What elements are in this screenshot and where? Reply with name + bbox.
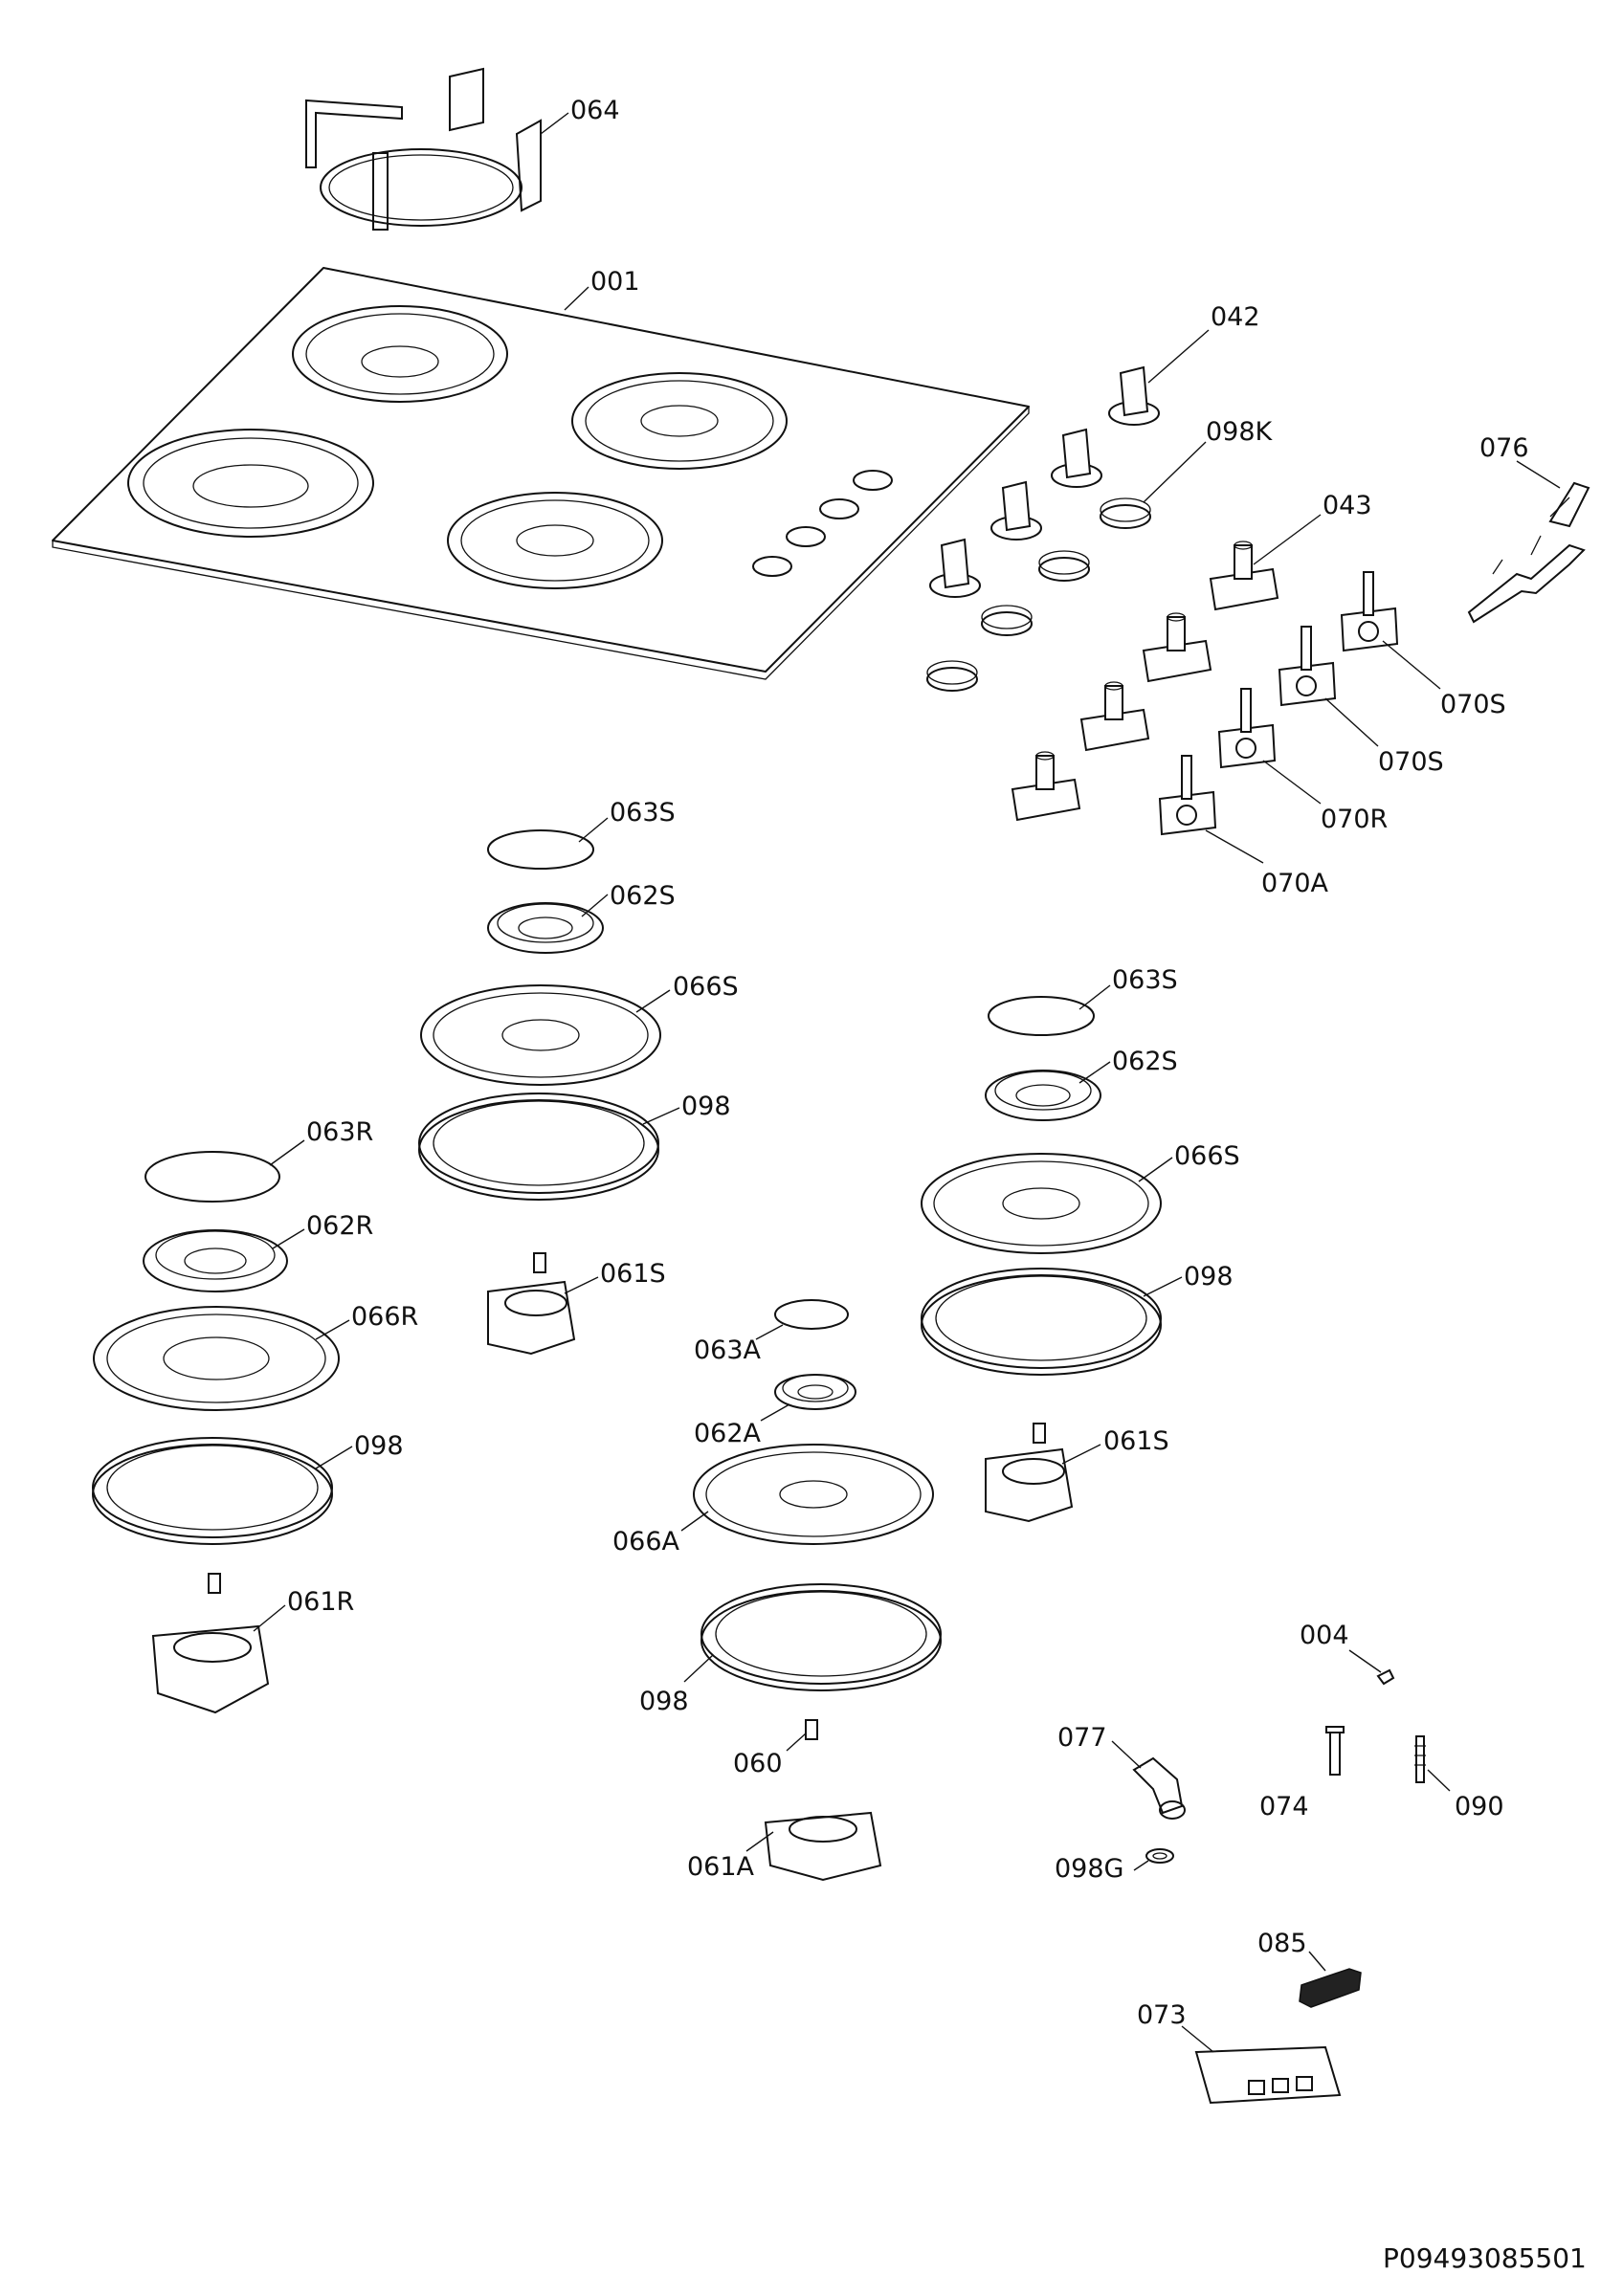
label-066A: 066A: [612, 1527, 680, 1556]
label-063R: 063R: [306, 1117, 373, 1147]
label-062A: 062A: [694, 1419, 762, 1448]
label-098-3: 098: [354, 1431, 404, 1461]
label-060: 060: [733, 1749, 783, 1778]
label-001: 001: [590, 267, 640, 297]
label-066S-1: 066S: [673, 972, 739, 1002]
label-074: 074: [1259, 1792, 1309, 1821]
label-066S-2: 066S: [1174, 1141, 1240, 1171]
ignition-unit-073: [1194, 2045, 1342, 2105]
label-066R: 066R: [351, 1302, 418, 1332]
label-004: 004: [1300, 1621, 1349, 1650]
switch-blocks-043: [1011, 541, 1279, 822]
label-061R: 061R: [287, 1587, 354, 1617]
label-098-2: 098: [1184, 1262, 1234, 1292]
label-043: 043: [1323, 491, 1372, 520]
burner-assembly-A: [693, 1299, 942, 1882]
label-070S-2: 070S: [1378, 747, 1444, 777]
label-061A: 061A: [687, 1852, 755, 1882]
clamp-085: [1299, 1968, 1362, 2008]
elbow-fitting-077: [1132, 1756, 1186, 1820]
label-061S-1: 061S: [600, 1259, 666, 1289]
label-098-1: 098: [681, 1092, 731, 1121]
burner-assembly-R: [92, 1151, 340, 1714]
label-073: 073: [1137, 2000, 1187, 2030]
clip-004: [1376, 1668, 1395, 1686]
label-062R: 062R: [306, 1211, 373, 1241]
label-063A: 063A: [694, 1336, 762, 1365]
burner-assembly-S-1: [418, 829, 661, 1356]
label-042: 042: [1211, 302, 1260, 332]
label-076: 076: [1479, 433, 1529, 463]
gas-taps-070: [1158, 571, 1399, 836]
label-063S-1: 063S: [610, 798, 676, 828]
label-070R: 070R: [1321, 805, 1388, 834]
label-085: 085: [1257, 1929, 1307, 1958]
thermocouple-074: [1325, 1726, 1345, 1776]
label-070A: 070A: [1261, 869, 1329, 898]
label-090: 090: [1455, 1792, 1504, 1821]
label-098G: 098G: [1055, 1854, 1123, 1884]
spark-plug-090: [1414, 1735, 1426, 1783]
label-061S-2: 061S: [1103, 1426, 1169, 1456]
igniter-wiring-076: [1467, 481, 1590, 624]
label-077: 077: [1057, 1723, 1107, 1753]
label-098K: 098K: [1206, 417, 1274, 447]
washer-098G: [1145, 1848, 1174, 1864]
label-098-4: 098: [639, 1687, 689, 1716]
burner-assembly-S-2: [921, 996, 1162, 1523]
document-reference: P09493085501: [1383, 2242, 1587, 2274]
label-062S-1: 062S: [610, 881, 676, 911]
hob-top-plate-001: [52, 267, 1030, 680]
control-knobs-042: [929, 365, 1160, 598]
label-063S-2: 063S: [1112, 965, 1178, 995]
pan-support-064: [305, 67, 542, 231]
knob-bezels-098K: [926, 497, 1151, 692]
label-070S-1: 070S: [1440, 690, 1506, 719]
label-064: 064: [570, 96, 620, 125]
label-062S-2: 062S: [1112, 1047, 1178, 1076]
